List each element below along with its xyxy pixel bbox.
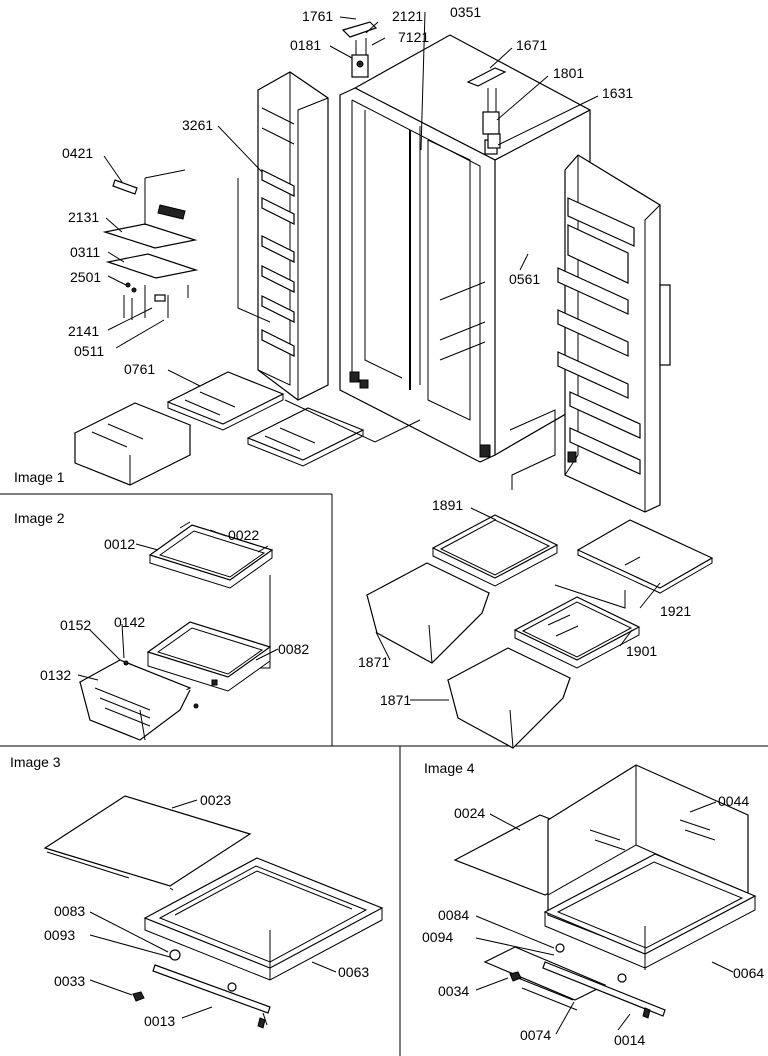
- part-label-0063: 0063: [338, 964, 369, 980]
- part-label-0014: 0014: [614, 1032, 645, 1048]
- part-label-0023: 0023: [200, 792, 231, 808]
- part-label-0181: 0181: [290, 37, 321, 53]
- fresh-food-door: [557, 154, 671, 513]
- part-label-0561: 0561: [509, 271, 540, 287]
- leader-lines: [77, 11, 734, 1035]
- part-label-0093: 0093: [44, 927, 75, 943]
- part-label-0083: 0083: [54, 903, 85, 919]
- part-label-0064: 0064: [733, 965, 764, 981]
- light-assembly: [102, 169, 271, 323]
- part-label-1631: 1631: [602, 85, 633, 101]
- part-label-0033: 0033: [54, 973, 85, 989]
- panel-title-image3: Image 3: [10, 754, 61, 770]
- fresh-food-door-bins: [557, 197, 641, 475]
- crisper-assembly: [365, 409, 714, 749]
- part-label-1761: 1761: [302, 8, 333, 24]
- part-label-0082: 0082: [278, 641, 309, 657]
- part-label-1901: 1901: [626, 643, 657, 659]
- part-label-0761: 0761: [124, 361, 155, 377]
- part-label-0084: 0084: [438, 907, 469, 923]
- cabinet: [339, 34, 591, 463]
- part-label-7121: 7121: [398, 29, 429, 45]
- part-label-3261: 3261: [182, 117, 213, 133]
- part-label-0022: 0022: [228, 527, 259, 543]
- part-label-0034: 0034: [438, 983, 469, 999]
- hinge-left-top: [341, 21, 378, 78]
- freezer-door-shelves: [261, 107, 295, 357]
- part-label-2141: 2141: [68, 323, 99, 339]
- part-label-0311: 0311: [70, 244, 100, 260]
- image4-crisper-assembly: [453, 764, 757, 1019]
- panel-title-image1: Image 1: [14, 469, 65, 485]
- panel-title-image2: Image 2: [14, 510, 65, 526]
- part-label-0351: 0351: [450, 4, 481, 20]
- part-label-1671: 1671: [516, 37, 547, 53]
- part-label-0132: 0132: [40, 667, 71, 683]
- part-label-0142: 0142: [114, 614, 145, 630]
- part-label-2121: 2121: [392, 8, 423, 24]
- part-labels: 1761 2121 0351 0181 7121 1671 1801 1631 …: [40, 4, 764, 1048]
- freezer-shelves: [73, 371, 421, 486]
- panel-title-image4: Image 4: [424, 760, 475, 776]
- hinge-right-top: [466, 67, 507, 149]
- part-label-1871-b: 1871: [380, 692, 411, 708]
- part-label-0094: 0094: [422, 929, 453, 945]
- part-label-1871-a: 1871: [358, 654, 389, 670]
- part-label-1891: 1891: [432, 497, 463, 513]
- part-label-1801: 1801: [553, 65, 584, 81]
- image3-crisper-cover: [43, 795, 384, 1029]
- part-label-2501: 2501: [70, 269, 101, 285]
- part-label-0511: 0511: [74, 343, 104, 359]
- part-label-0152: 0152: [60, 617, 91, 633]
- image2-shelf-drawer: [78, 521, 274, 741]
- part-label-0024: 0024: [454, 805, 485, 821]
- part-label-0421: 0421: [62, 145, 93, 161]
- part-label-1921: 1921: [660, 603, 691, 619]
- part-label-0012: 0012: [104, 536, 135, 552]
- panel-borders: [0, 493, 768, 1056]
- part-label-0074: 0074: [520, 1027, 551, 1043]
- part-label-0013: 0013: [144, 1013, 175, 1029]
- freezer-door: [257, 71, 329, 401]
- part-label-2131: 2131: [68, 209, 99, 225]
- part-label-0044: 0044: [718, 793, 749, 809]
